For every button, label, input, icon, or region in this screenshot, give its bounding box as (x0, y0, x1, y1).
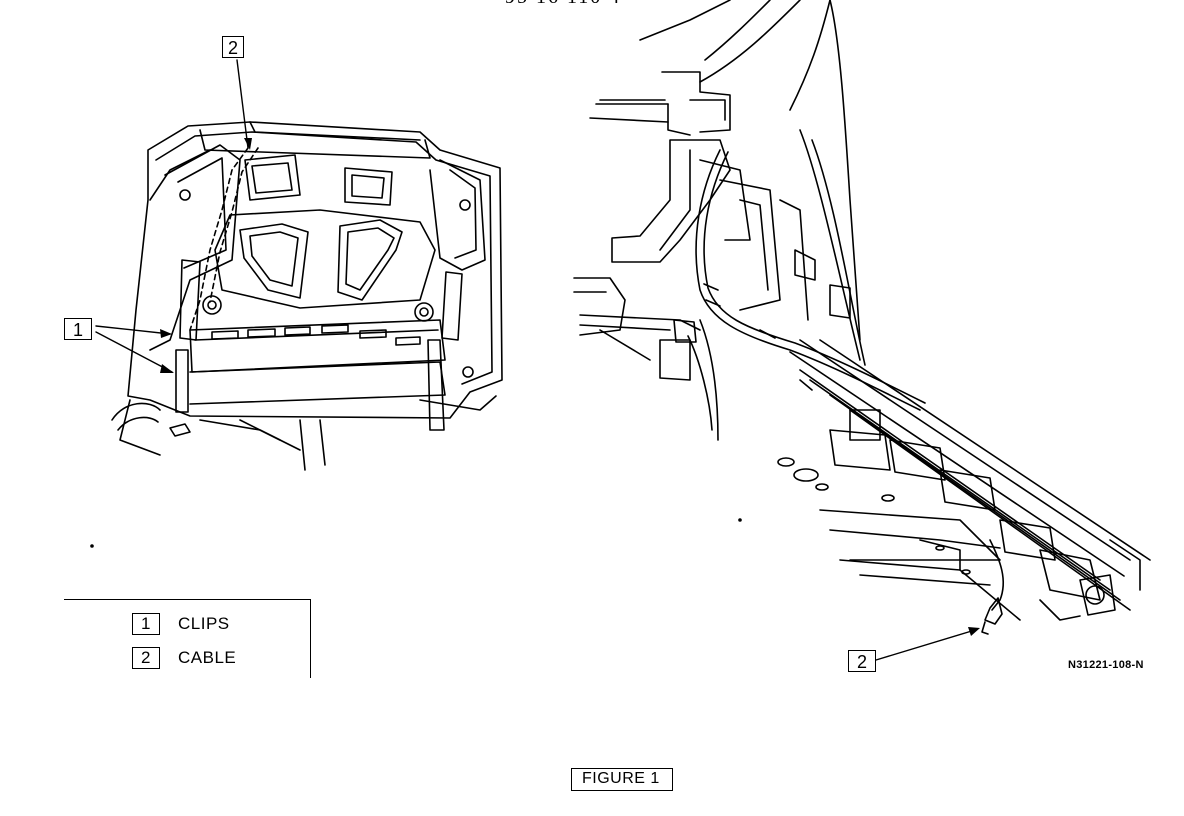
callout-2-bottom: 2 (848, 650, 876, 672)
document-code: 95 16 110 4 (505, 0, 621, 9)
body-side-drawing (573, 0, 1151, 635)
arrowhead (244, 138, 252, 150)
dot-mark (738, 518, 742, 522)
callout-2-top: 2 (222, 36, 244, 58)
legend-item-clips: 1 CLIPS (132, 613, 230, 635)
arrowhead (160, 329, 172, 338)
legend-box (64, 599, 311, 678)
legend-label: CABLE (178, 648, 237, 667)
legend-number: 1 (132, 613, 160, 635)
arrowhead (968, 627, 980, 636)
legend-number: 2 (132, 647, 160, 669)
trunk-lid-drawing (111, 121, 503, 471)
arrowhead (160, 364, 174, 373)
legend-item-cable: 2 CABLE (132, 647, 236, 669)
left-leader-lines (95, 59, 249, 373)
callout-1-clips: 1 (64, 318, 92, 340)
right-leader-line (875, 629, 976, 661)
dot-mark (90, 544, 94, 548)
figure-caption: FIGURE 1 (571, 768, 673, 791)
legend-label: CLIPS (178, 614, 230, 633)
illustration-id: N31221-108-N (1068, 659, 1144, 671)
